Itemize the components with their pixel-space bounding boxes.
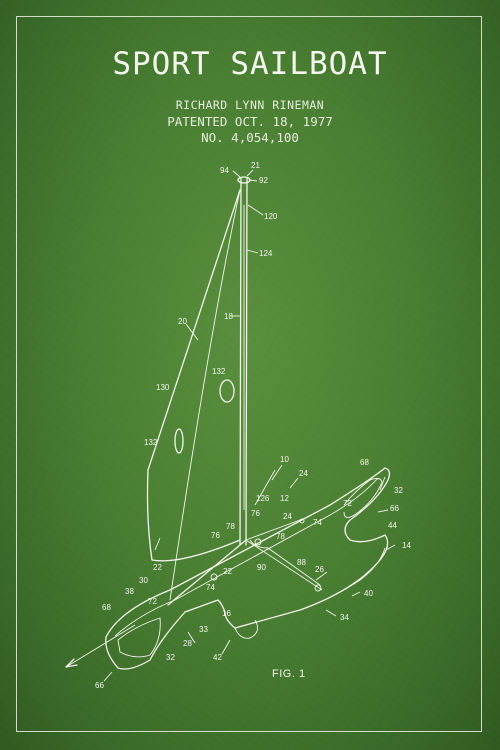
- label-26: 26: [315, 565, 324, 574]
- label-32b: 32: [166, 653, 175, 662]
- label-76b: 76: [211, 531, 220, 540]
- arrowhead: [65, 658, 78, 668]
- label-16: 16: [222, 609, 231, 618]
- label-22a: 22: [153, 563, 162, 572]
- patent-number: NO. 4,054,100: [201, 130, 299, 145]
- mast: [237, 176, 251, 546]
- label-124: 124: [259, 249, 273, 258]
- label-42: 42: [213, 653, 222, 662]
- label-92: 92: [259, 176, 268, 185]
- rigging: [167, 469, 323, 606]
- poster-border: [16, 16, 482, 732]
- label-44: 44: [388, 521, 397, 530]
- label-74b: 74: [206, 583, 215, 592]
- label-24b: 24: [283, 512, 292, 521]
- label-130: 130: [156, 383, 170, 392]
- label-78b: 78: [276, 532, 285, 541]
- label-22b: 22: [223, 567, 232, 576]
- label-72a: 72: [343, 499, 352, 508]
- label-132b: 132: [144, 438, 158, 447]
- label-33: 33: [199, 625, 208, 634]
- label-94: 94: [220, 166, 229, 175]
- label-90: 90: [257, 563, 266, 572]
- label-66a: 66: [390, 504, 399, 513]
- label-30: 30: [139, 576, 148, 585]
- label-10: 10: [280, 455, 289, 464]
- label-68a: 68: [360, 458, 369, 467]
- patent-date: PATENTED OCT. 18, 1977: [167, 114, 333, 129]
- label-72b: 72: [148, 597, 157, 606]
- label-40: 40: [364, 589, 373, 598]
- inventor-name: RICHARD LYNN RINEMAN: [175, 98, 325, 112]
- sail: [146, 189, 241, 601]
- label-38: 38: [125, 587, 134, 596]
- label-21: 21: [251, 161, 260, 170]
- label-32a: 32: [394, 486, 403, 495]
- label-132a: 132: [212, 367, 226, 376]
- label-126: 126: [256, 494, 270, 503]
- leader-lines: [103, 169, 396, 682]
- label-76a: 76: [251, 509, 260, 518]
- label-12: 12: [280, 494, 289, 503]
- label-88: 88: [297, 558, 306, 567]
- hull: [65, 467, 391, 670]
- label-120: 120: [264, 212, 278, 221]
- label-68b: 68: [102, 603, 111, 612]
- label-78a: 78: [226, 522, 235, 531]
- label-66b: 66: [95, 681, 104, 690]
- label-20: 20: [178, 317, 187, 326]
- label-34: 34: [340, 613, 349, 622]
- poster-title: SPORT SAILBOAT: [112, 46, 388, 82]
- reference-numerals: 21 94 92 120 124 20 18 130 132 132 10 24…: [95, 161, 411, 690]
- label-18: 18: [224, 312, 233, 321]
- label-14: 14: [402, 541, 411, 550]
- figure-label: FIG. 1: [272, 668, 306, 680]
- label-28: 28: [183, 639, 192, 648]
- label-74a: 74: [313, 518, 322, 527]
- label-24a: 24: [299, 469, 308, 478]
